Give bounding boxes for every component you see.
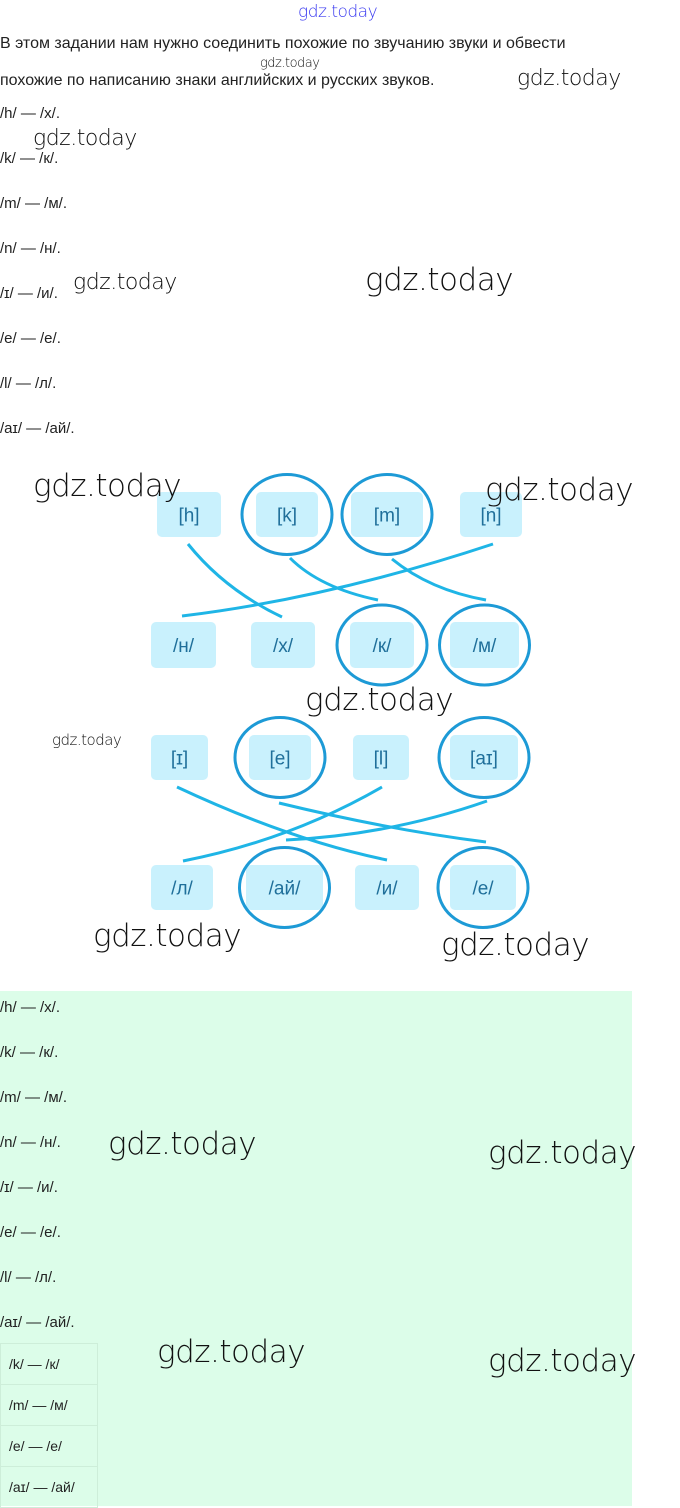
sound-pair: /m/ — /м/.	[0, 1089, 67, 1106]
watermark: gdz.today	[441, 927, 590, 963]
sound-label: /к/	[373, 636, 393, 657]
sound-pair: /h/ — /x/.	[0, 999, 61, 1016]
sound-label: /м/	[473, 636, 497, 657]
sound-pair: /l/ — /л/.	[0, 1269, 57, 1286]
sound-pair: /h/ — /x/.	[0, 105, 61, 122]
sound-pair: /m/ — /м/.	[0, 195, 67, 212]
answer-table: /k/ — /к/ /m/ — /м/ /e/ — /е/ /aɪ/ — /ай…	[0, 1343, 98, 1508]
connection-line	[186, 543, 283, 619]
sound-box	[157, 492, 221, 537]
watermark: gdz.today	[488, 1343, 637, 1379]
sound-label: /е/	[472, 879, 494, 900]
circle-mark	[438, 603, 531, 687]
circle-mark	[240, 473, 334, 556]
sound-pair: /k/ — /к/.	[0, 1044, 59, 1061]
sound-label: /ай/	[269, 879, 301, 900]
sound-pair: /e/ — /е/.	[0, 1224, 61, 1241]
sound-pair: /l/ — /л/.	[0, 375, 57, 392]
connection-line	[285, 799, 488, 842]
sound-pair: /n/ — /н/.	[0, 1134, 61, 1151]
watermark: gdz.today	[488, 1135, 637, 1171]
sound-pair: /ɪ/ — /и/.	[0, 1179, 58, 1196]
watermark: gdz.today	[33, 126, 137, 151]
sound-box	[350, 622, 414, 668]
connection-line	[391, 557, 487, 602]
sound-box	[151, 865, 213, 910]
sound-label: [h]	[178, 506, 199, 527]
answer-section	[0, 991, 632, 1506]
connection-line	[182, 785, 383, 863]
sound-box	[256, 492, 318, 537]
circle-mark	[436, 846, 530, 929]
circle-mark	[437, 716, 531, 799]
table-cell: /m/ — /м/	[0, 1384, 98, 1426]
table-cell: /k/ — /к/	[0, 1343, 98, 1385]
sound-box	[450, 735, 518, 780]
sound-pair: /aɪ/ — /ай/.	[0, 1314, 75, 1331]
sound-box	[450, 622, 519, 668]
circle-mark	[335, 603, 429, 687]
sound-label: [ɪ]	[171, 749, 188, 770]
watermark: gdz.today	[517, 66, 621, 91]
sound-pair: /aɪ/ — /ай/.	[0, 420, 75, 437]
sound-label: [n]	[480, 506, 501, 527]
table-cell: /aɪ/ — /ай/	[0, 1466, 98, 1508]
intro-line-1: В этом задании нам нужно соединить похож…	[0, 35, 566, 52]
watermark: gdz.today	[260, 56, 320, 71]
intro-line-2: похожие по написанию знаки английских и …	[0, 72, 435, 89]
sound-pair: /n/ — /н/.	[0, 240, 61, 257]
sound-box	[450, 865, 516, 910]
watermark: gdz.today	[305, 682, 454, 718]
circle-mark	[238, 846, 331, 929]
sound-label: [l]	[374, 749, 389, 770]
sound-label: /н/	[173, 636, 195, 657]
watermark: gdz.today	[298, 2, 378, 22]
watermark: gdz.today	[108, 1126, 257, 1162]
sound-box	[151, 622, 216, 668]
sound-label: /л/	[171, 879, 193, 900]
sound-pair: /ɪ/ — /и/.	[0, 285, 58, 302]
table-cell: /e/ — /е/	[0, 1425, 98, 1467]
sound-pair: /k/ — /к/.	[0, 150, 59, 167]
connection-line	[278, 801, 487, 844]
sound-box	[353, 735, 409, 780]
watermark: gdz.today	[93, 918, 242, 954]
connection-line	[288, 556, 379, 602]
watermark: gdz.today	[157, 1334, 306, 1370]
sound-box	[355, 865, 419, 910]
watermark: gdz.today	[33, 468, 182, 504]
sound-box	[246, 865, 323, 910]
watermark: gdz.today	[365, 262, 514, 298]
matching-diagram: [h] [k] [m] [n] /н/ /х/ /к/ /м/ [ɪ] [e] [l] [aɪ] /л/…	[151, 473, 531, 929]
sound-box	[251, 622, 315, 668]
watermark: gdz.today	[73, 270, 177, 295]
sound-label: [e]	[269, 749, 290, 770]
sound-label: [m]	[374, 506, 400, 527]
sound-box	[351, 492, 423, 537]
sound-box	[460, 492, 522, 537]
watermark: gdz.today	[485, 472, 634, 508]
sound-label: /и/	[376, 879, 398, 900]
circle-mark	[233, 716, 327, 799]
watermark: gdz.today	[52, 731, 122, 749]
sound-label: [aɪ]	[470, 749, 498, 770]
circle-mark	[340, 473, 434, 556]
sound-box	[249, 735, 311, 780]
sound-pair: /e/ — /е/.	[0, 330, 61, 347]
connection-line	[181, 542, 494, 618]
sound-label: [k]	[277, 506, 297, 527]
sound-box	[151, 735, 208, 780]
sound-label: /х/	[273, 636, 294, 657]
